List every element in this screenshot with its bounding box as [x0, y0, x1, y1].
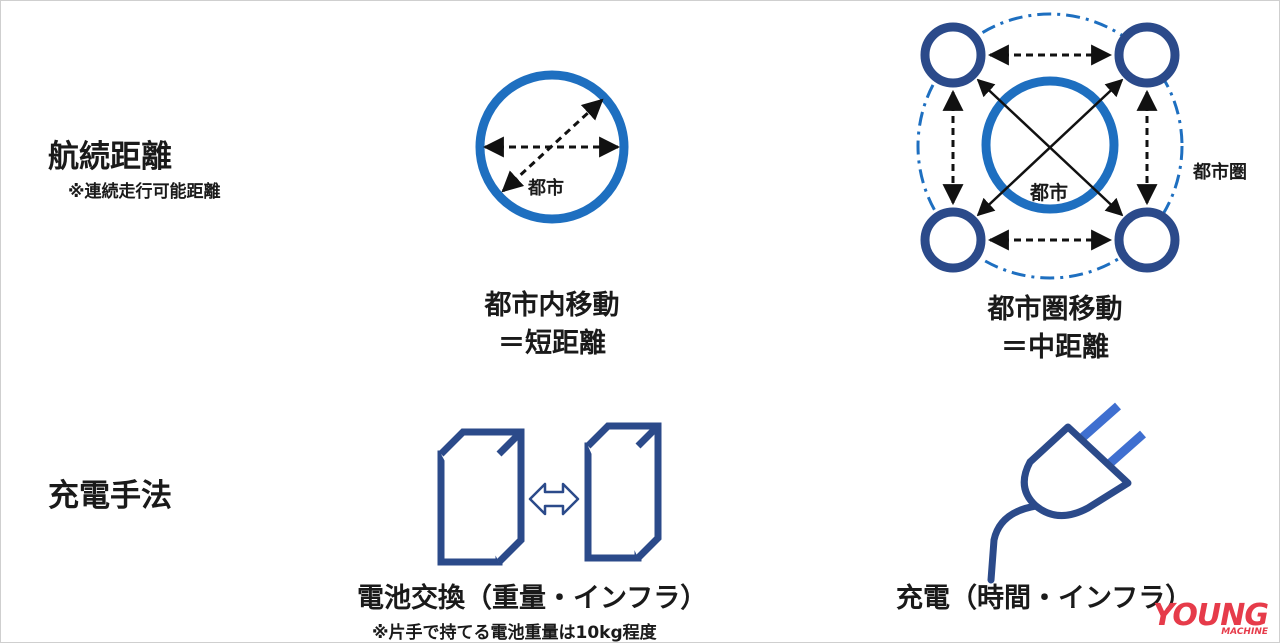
logo-brand: YOUNG	[1152, 598, 1269, 633]
city-circle	[475, 70, 629, 224]
satellite-city-top-left	[920, 22, 986, 88]
city-diagonal-arrow	[501, 98, 604, 193]
young-machine-logo: YOUNG MACHINE	[1152, 598, 1269, 638]
charging-heading: 充電手法	[48, 478, 172, 514]
intra-city-line1: 都市内移動	[484, 290, 620, 321]
plug-body	[1020, 423, 1132, 519]
battery-swap-icon	[437, 422, 662, 566]
plug-prong-bottom	[1105, 430, 1146, 469]
battery-weight-note: ※片手で持てる電池重量は10kg程度	[372, 623, 657, 643]
metro-caption: 都市圏移動 ＝中距離	[955, 291, 1155, 367]
plug-charge-caption: 充電（時間・インフラ）	[896, 583, 1193, 614]
battery-swap-caption: 電池交換（重量・インフラ）	[357, 583, 708, 614]
metro-line2: ＝中距離	[1001, 332, 1109, 363]
city-center-label: 都市	[1030, 182, 1069, 204]
satellite-city-top-right	[1114, 22, 1180, 88]
range-note: ※連続走行可能距離	[68, 182, 221, 202]
logo-sub: MACHINE	[1221, 627, 1268, 637]
range-heading: 航続距離	[48, 139, 172, 175]
battery-right-icon	[584, 422, 662, 562]
metro-line1: 都市圏移動	[987, 294, 1123, 325]
battery-left-icon	[437, 428, 525, 566]
satellite-city-bottom-right	[1114, 207, 1180, 273]
metro-diagram	[916, 12, 1184, 280]
metro-arrow-diagonal-2	[976, 78, 1124, 217]
metro-area-label: 都市圏	[1193, 162, 1247, 183]
plug-icon	[987, 402, 1146, 584]
intra-city-line2: ＝短距離	[498, 328, 606, 359]
intra-city-caption: 都市内移動 ＝短距離	[452, 287, 652, 363]
plug-cable	[987, 502, 1040, 584]
metro-area-boundary	[916, 12, 1184, 280]
satellite-city-bottom-left	[920, 207, 986, 273]
plug-prong-top	[1080, 402, 1121, 441]
city-diagram	[475, 70, 629, 224]
swap-arrow-icon	[528, 482, 580, 516]
city-label: 都市	[528, 178, 564, 199]
